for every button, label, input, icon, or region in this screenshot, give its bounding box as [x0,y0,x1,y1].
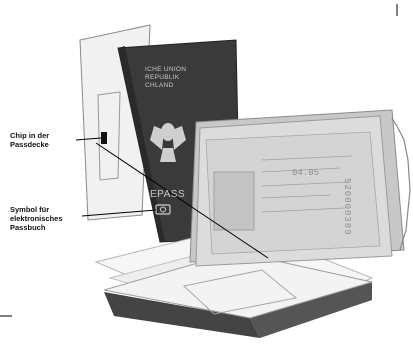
portrait-photo [214,172,254,230]
cover-lettering: ICHE UNION REPUBLIK CHLAND [145,66,186,90]
cover-epass-word: EPASS [150,189,185,200]
handwritten-date: 04.05 [292,168,319,178]
rfid-chip [101,132,107,144]
chip-label: Chip in der Passdecke [10,131,49,149]
symbol-label: Symbol für elektronisches Passbuch [10,205,63,232]
page-serial-number: 520000389 [342,178,352,236]
